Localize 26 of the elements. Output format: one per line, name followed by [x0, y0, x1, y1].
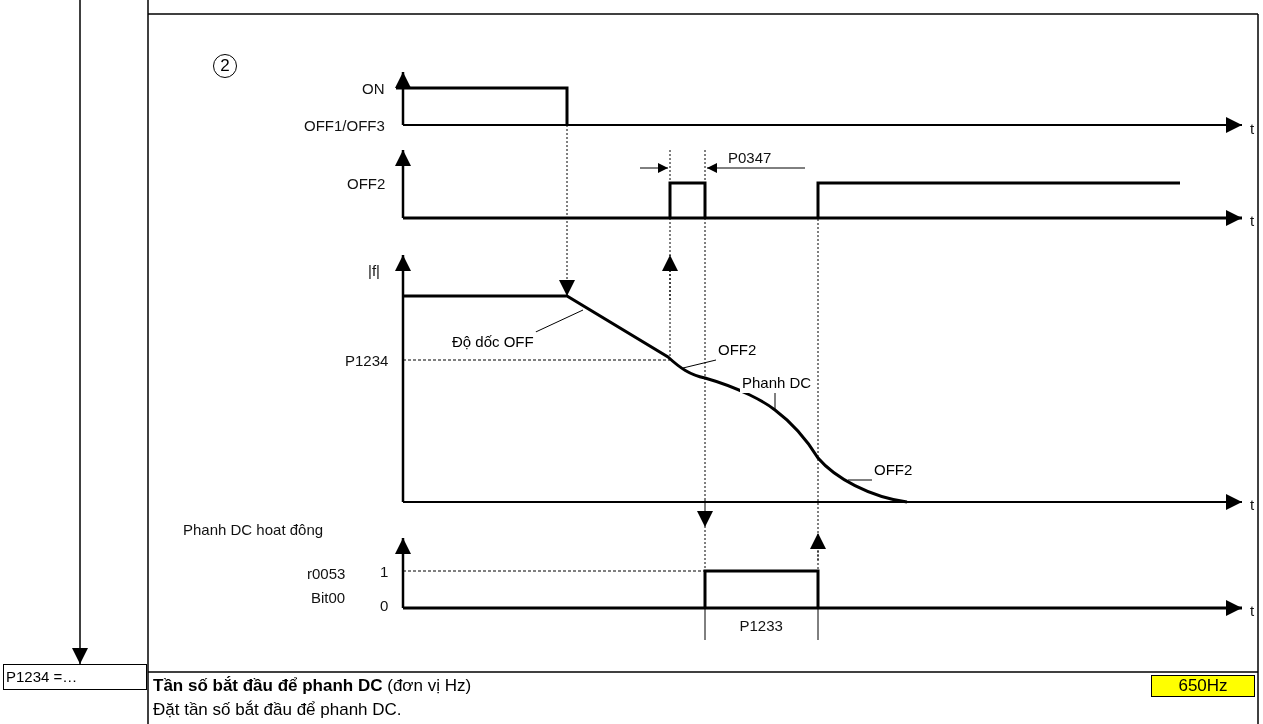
- parameter-box: P1234 =…: [3, 664, 147, 690]
- leader-line: [847, 479, 873, 481]
- axis-label: |f|: [368, 261, 380, 279]
- axis-label: t: [1250, 495, 1255, 513]
- arrow: [72, 0, 88, 665]
- value-badge: 650Hz: [1151, 675, 1255, 697]
- signal-label: Phanh DC hoat đông: [183, 520, 324, 538]
- axis-label: t: [1250, 119, 1255, 137]
- signal-label: r0053: [307, 564, 346, 582]
- axis-label: t: [1250, 211, 1255, 229]
- level-label: 0: [380, 596, 389, 614]
- dimension-label: P0347: [728, 148, 772, 166]
- signal-label: OFF1/OFF3: [304, 116, 385, 134]
- axis-label: t: [1250, 601, 1255, 619]
- heading-text: Tần số bắt đầu để phanh DC (đơn vị Hz): [153, 675, 472, 696]
- leader-line: [535, 309, 584, 333]
- level-label: 1: [380, 562, 389, 580]
- signal-label: OFF2: [347, 174, 386, 192]
- body-text: Đặt tần số bắt đầu để phanh DC.: [153, 699, 402, 720]
- leader-line: [682, 359, 717, 369]
- level-label: P1234: [345, 351, 389, 369]
- curve-label: Độ dốc OFF: [450, 332, 536, 352]
- leader-line: [774, 392, 776, 411]
- signal-label: Bit00: [311, 588, 346, 606]
- signal-label: ON: [362, 79, 385, 97]
- dimension-label: P1233: [739, 616, 783, 634]
